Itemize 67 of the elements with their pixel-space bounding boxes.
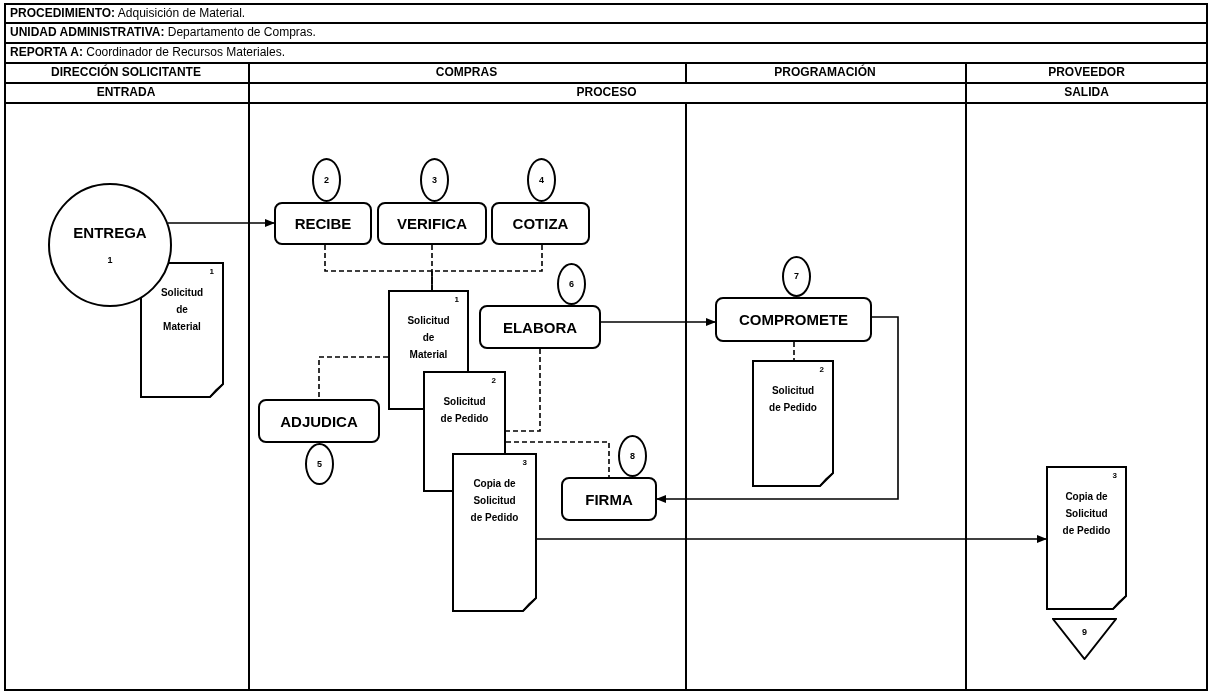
step-number: 4 <box>539 175 544 185</box>
process-label: ELABORA <box>502 319 578 335</box>
step-number: 7 <box>794 272 799 281</box>
step-number-oval <box>305 443 334 485</box>
document-shape <box>140 262 224 398</box>
process-label: ADJUDICA <box>280 413 358 429</box>
form-field-text: REPORTA A: Coordinador de Recursos Materiales. <box>10 46 285 58</box>
step-number: 9 <box>1082 628 1087 637</box>
column-header: PROCESO <box>576 86 637 98</box>
process-label: RECIBE <box>294 216 352 231</box>
column-header: DIRECCIÓN SOLICITANTE <box>51 66 201 78</box>
connector-line <box>431 244 543 291</box>
document-title: Solicitud de Material <box>406 314 451 362</box>
copy-number: 2 <box>819 366 824 374</box>
step-number: 5 <box>317 459 322 469</box>
form-field-text: PROCEDIMIENTO: Adquisición de Material. <box>10 6 246 19</box>
process-box <box>491 202 590 245</box>
connector-line <box>505 441 610 478</box>
column-header: SALIDA <box>1064 86 1109 98</box>
step-number-oval <box>312 158 341 202</box>
arrow <box>536 535 1047 543</box>
column-header: ENTRADA <box>96 86 156 98</box>
step-number: 1 <box>107 256 113 265</box>
arrow <box>167 219 275 227</box>
document-title: Solicitud de Pedido <box>769 384 817 415</box>
process-box <box>377 202 487 245</box>
arrow <box>600 318 716 326</box>
process-label: ENTREGA <box>73 225 147 240</box>
connector-line <box>505 348 541 432</box>
document-shape <box>752 360 834 487</box>
connector-line <box>318 356 389 400</box>
process-box <box>561 477 657 521</box>
process-box <box>479 305 601 349</box>
document-title: Solicitud de Material <box>159 286 205 334</box>
step-number-oval <box>557 263 586 305</box>
column-header: PROVEEDOR <box>1048 66 1125 78</box>
document-shape <box>1046 466 1127 610</box>
document-shape <box>452 453 537 612</box>
step-number-oval <box>782 256 811 297</box>
copy-number: 2 <box>491 377 496 385</box>
archive-triangle <box>1052 618 1117 660</box>
process-label: VERIFICA <box>397 216 467 231</box>
copy-number: 1 <box>209 268 214 276</box>
document-title: Copia de Solicitud de Pedido <box>470 477 519 525</box>
form-field-text: UNIDAD ADMINISTRATIVA: Departamento de Compras. <box>10 26 316 38</box>
step-number: 8 <box>630 451 635 461</box>
process-box <box>258 399 380 443</box>
copy-number: 3 <box>1112 472 1117 480</box>
connector-line <box>793 341 795 361</box>
copy-number: 3 <box>522 459 527 467</box>
document-title: Copia de Solicitud de Pedido <box>1062 490 1111 538</box>
step-number: 6 <box>569 279 574 289</box>
step-number-oval <box>527 158 556 202</box>
document-title: Solicitud de Pedido <box>440 395 489 426</box>
step-number-oval <box>618 435 647 477</box>
column-header: PROGRAMACIÓN <box>774 66 876 78</box>
process-label: COMPROMETE <box>738 312 849 327</box>
step-number-oval <box>420 158 449 202</box>
process-box <box>274 202 372 245</box>
process-label: FIRMA <box>585 491 633 507</box>
arrow <box>656 316 899 503</box>
process-label: COTIZA <box>512 216 569 231</box>
step-number: 3 <box>432 175 437 185</box>
step-number: 2 <box>324 175 329 185</box>
copy-number: 1 <box>454 296 459 304</box>
process-box <box>715 297 872 342</box>
column-header: COMPRAS <box>435 66 498 78</box>
